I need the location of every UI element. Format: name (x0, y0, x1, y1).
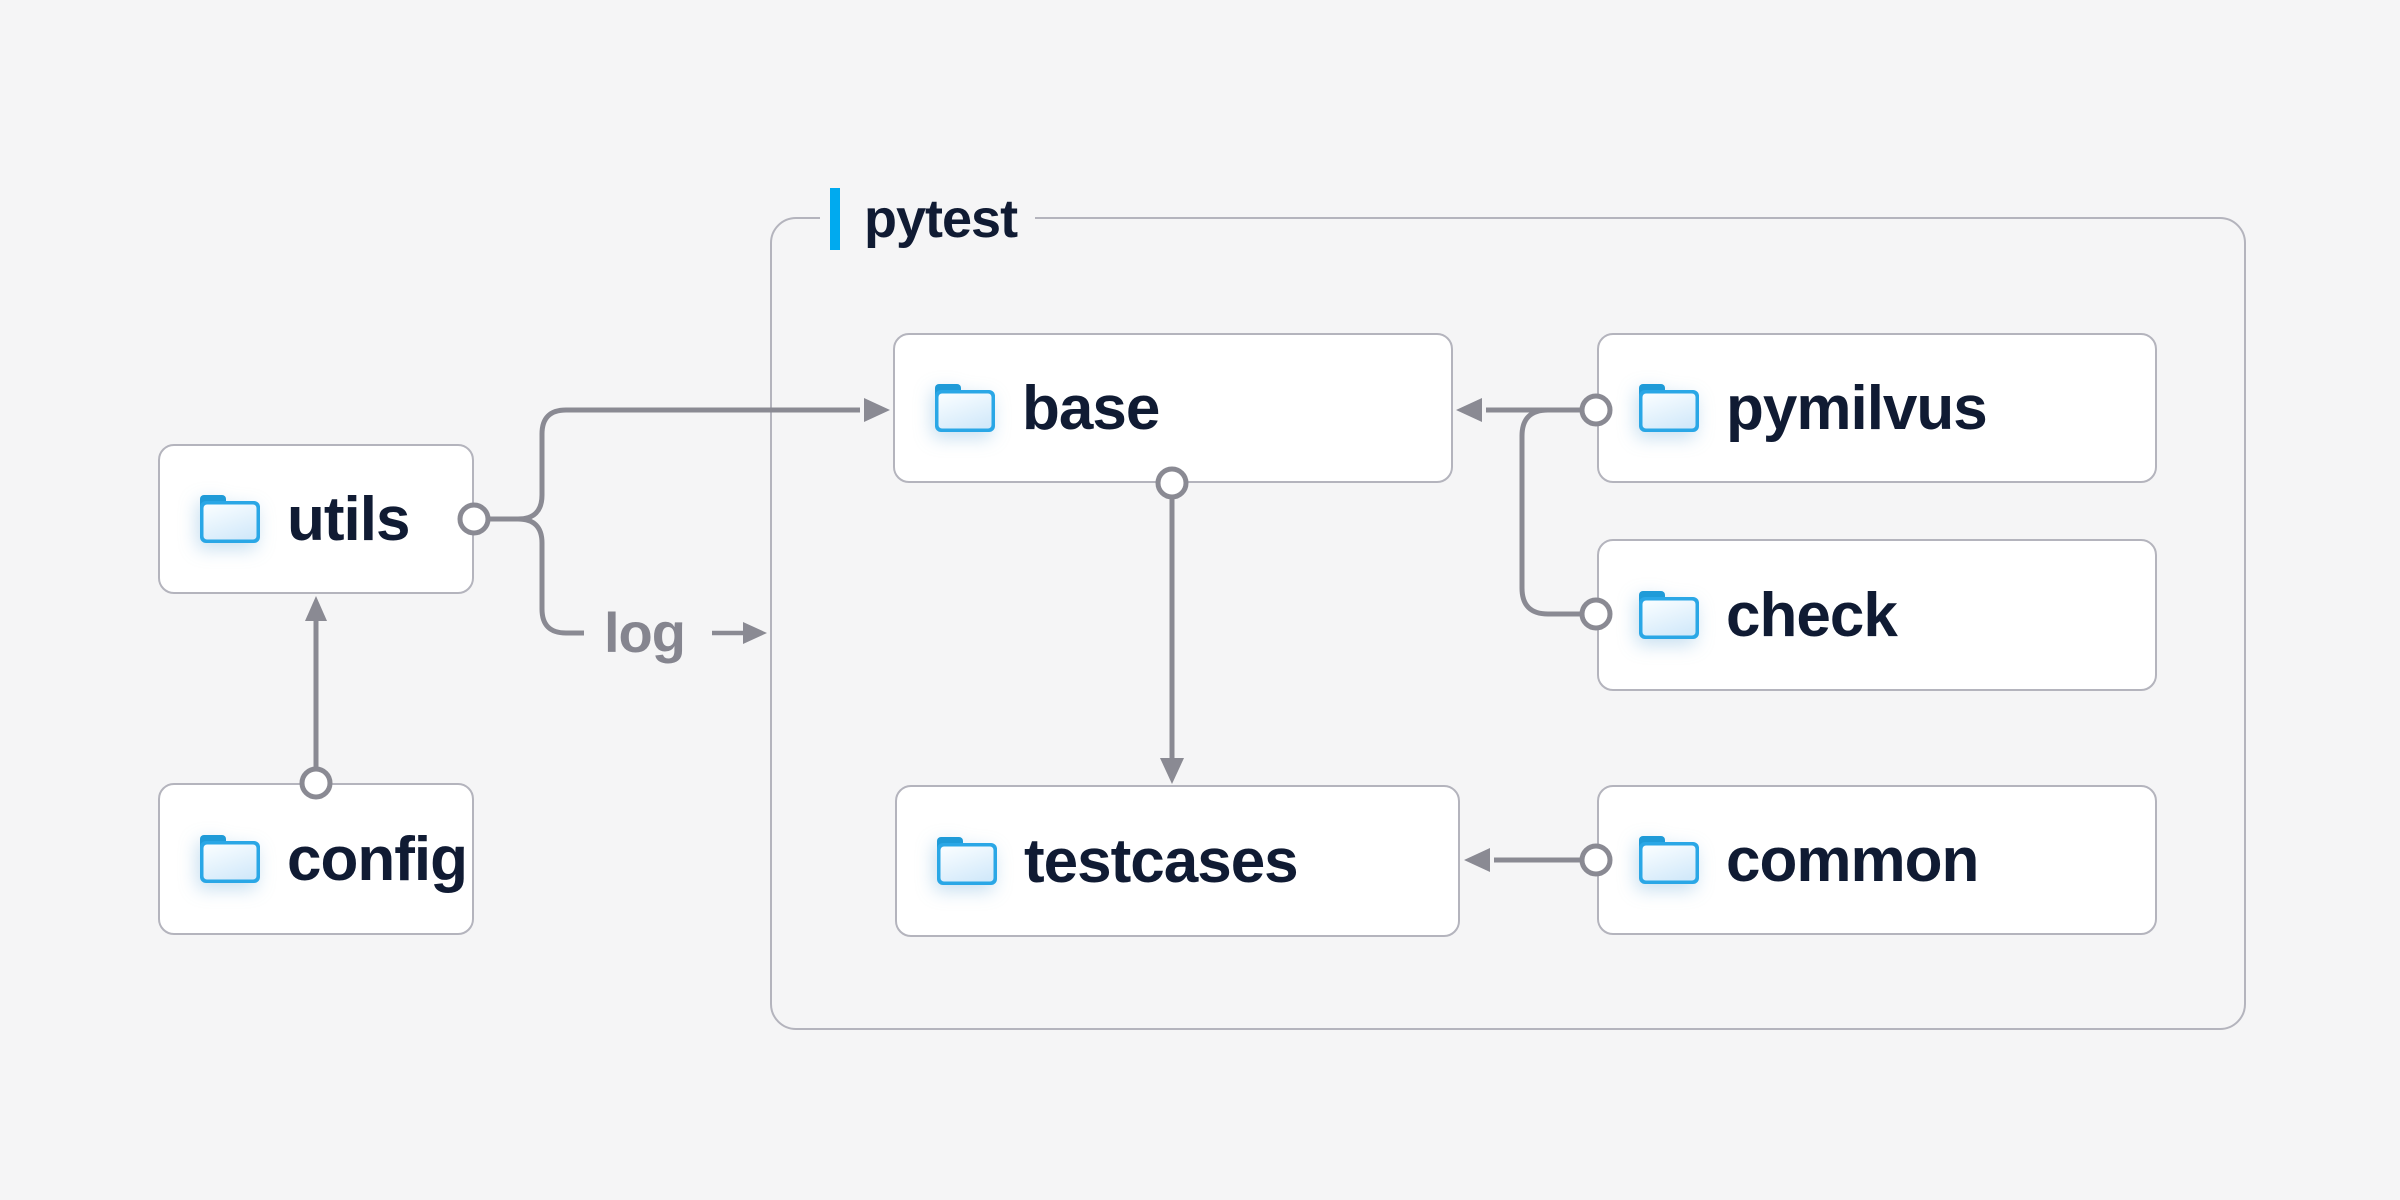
node-label: common (1726, 825, 1979, 895)
edge-config-to-utils (299, 596, 333, 800)
folder-icon (937, 837, 997, 885)
node-common: common (1597, 785, 2157, 935)
node-utils: utils (158, 444, 474, 594)
pytest-group-box: pytest (770, 188, 2246, 1030)
folder-icon (200, 835, 260, 883)
node-label: config (287, 824, 468, 894)
node-config: config (158, 783, 474, 935)
node-label: pymilvus (1726, 373, 1988, 443)
node-label: base (1022, 373, 1160, 443)
folder-icon (935, 384, 995, 432)
node-base: base (893, 333, 1453, 483)
folder-icon (1639, 591, 1699, 639)
node-pymilvus: pymilvus (1597, 333, 2157, 483)
node-testcases: testcases (895, 785, 1460, 937)
folder-icon (1639, 384, 1699, 432)
node-label: utils (287, 484, 410, 554)
node-label: testcases (1024, 826, 1299, 896)
edge-label-log: log (604, 601, 686, 664)
node-check: check (1597, 539, 2157, 691)
pytest-accent-bar (830, 188, 840, 250)
pytest-group-title: pytest (864, 189, 1018, 249)
folder-icon (1639, 836, 1699, 884)
pytest-group-label: pytest (820, 188, 1036, 250)
folder-icon (200, 495, 260, 543)
node-label: check (1726, 580, 1898, 650)
